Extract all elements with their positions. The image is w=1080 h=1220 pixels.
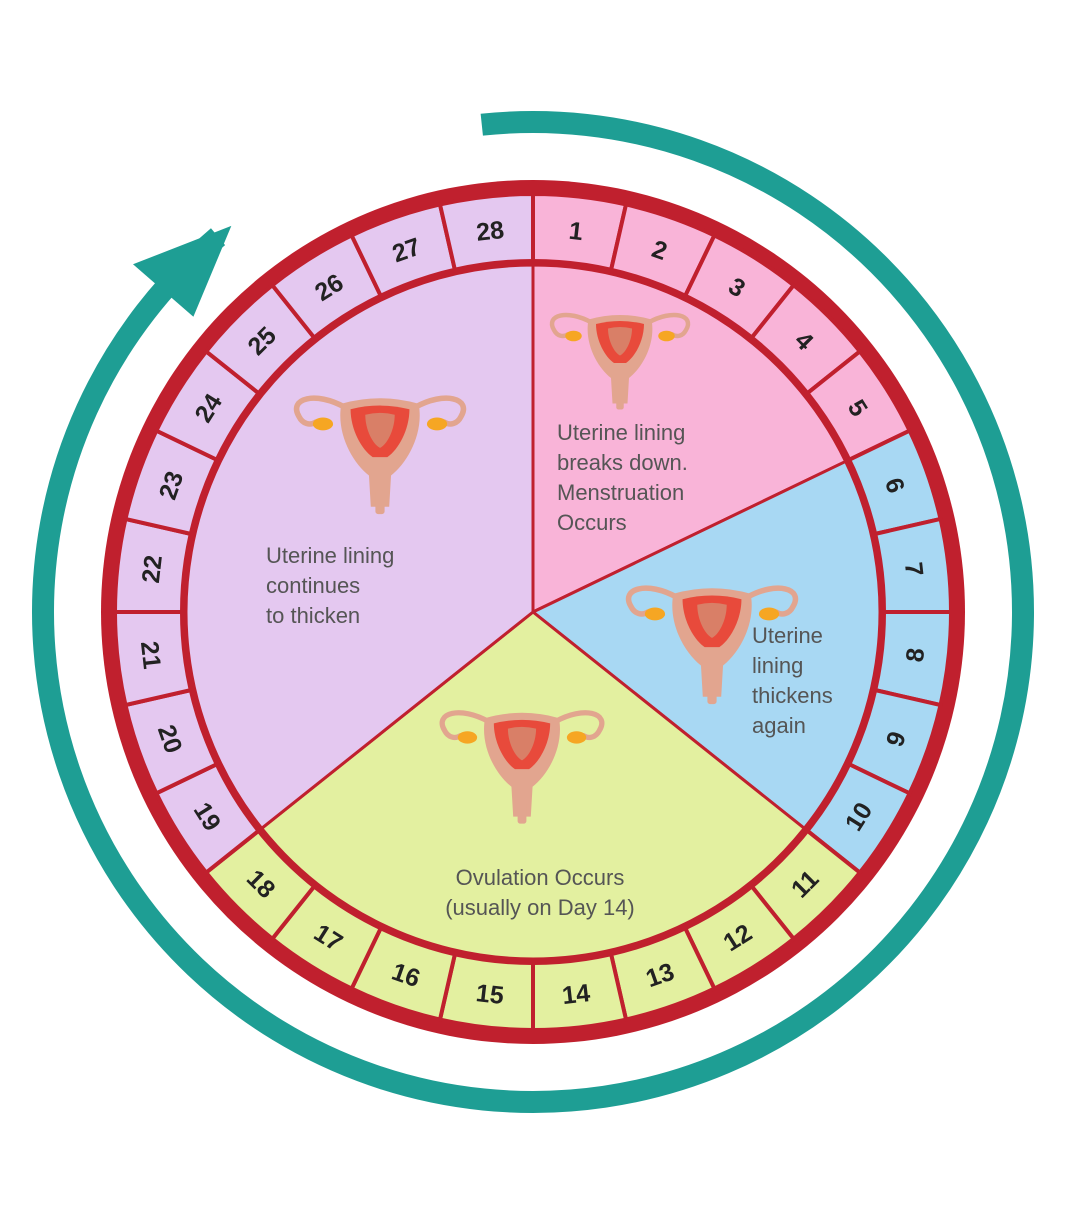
phase-label-line: (usually on Day 14) (445, 895, 635, 920)
phase-label-line: again (752, 713, 806, 738)
phase-label-line: breaks down. (557, 450, 688, 475)
day-number: 22 (137, 554, 168, 585)
phase-label-line: Menstruation (557, 480, 684, 505)
day-number: 14 (561, 979, 592, 1010)
uterus-icons (293, 312, 799, 824)
cycle-arrow-head (133, 225, 232, 317)
uterus-icon (625, 585, 799, 705)
phase-label-line: Uterine lining (557, 420, 685, 445)
day-number: 7 (899, 561, 928, 578)
day-number: 28 (475, 216, 506, 247)
phase-label-line: lining (752, 653, 803, 678)
day-ring: 1234567891011121314151617181920212223242… (112, 191, 954, 1033)
ovulation-phase-label: Ovulation Occurs (usually on Day 14) (445, 865, 635, 920)
day-number: 15 (475, 979, 506, 1010)
phase-label-line: continues (266, 573, 360, 598)
uterus-icon (549, 312, 691, 410)
day-number: 8 (901, 647, 930, 664)
day-ring-inner-border (180, 259, 886, 965)
cycle-arrow-arc (32, 111, 1034, 1113)
uterus-icon (293, 395, 467, 515)
uterus-icon (439, 710, 605, 824)
phase-label-line: Ovulation Occurs (456, 865, 625, 890)
phase-label-line: Uterine (752, 623, 823, 648)
cycle-arrow-icon (32, 111, 1034, 1113)
day-number: 21 (135, 640, 166, 671)
luteal-phase-label: Uterine lining continues to thicken (266, 543, 394, 628)
phase-label-line: Uterine lining (266, 543, 394, 568)
luteal-wedge (184, 263, 535, 831)
phase-label-line: to thicken (266, 603, 360, 628)
phase-label-line: Occurs (557, 510, 627, 535)
follicular-phase-label: Uterine lining thickens again (752, 623, 833, 738)
day-number: 1 (567, 217, 584, 246)
phase-label-line: thickens (752, 683, 833, 708)
